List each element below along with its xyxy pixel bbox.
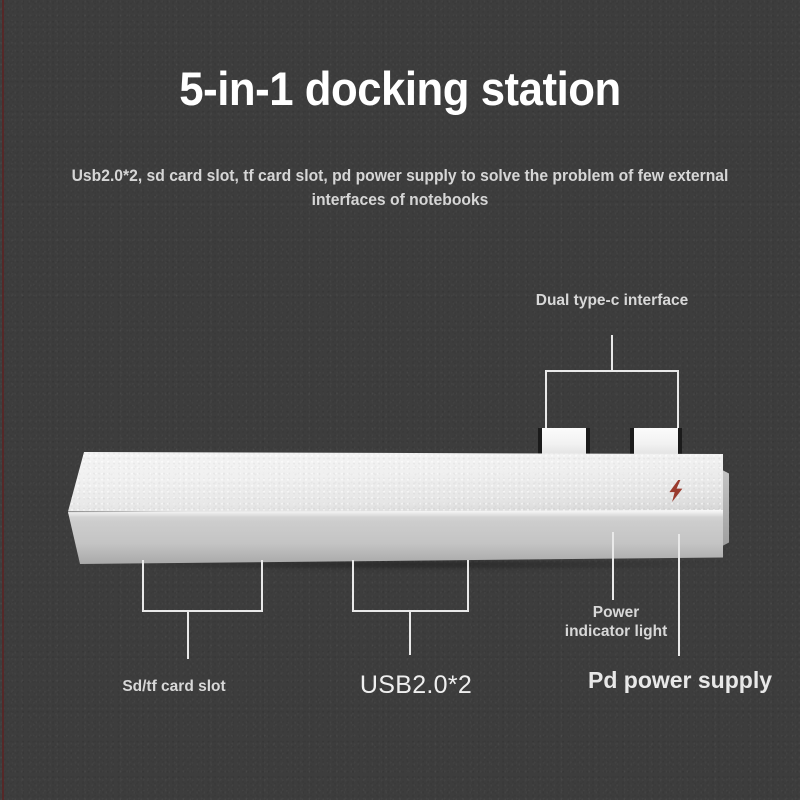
sdtf-bracket-leg-left — [142, 560, 144, 612]
callout-label-pd-power-supply: Pd power supply — [587, 667, 773, 693]
page-subtitle: Usb2.0*2, sd card slot, tf card slot, pd… — [71, 167, 729, 209]
sd-card-slot — [110, 572, 282, 590]
typec-bracket-bar — [545, 370, 679, 372]
callout-label-sd-tf-card-slot: Sd/tf card slot — [122, 678, 226, 695]
lightning-bolt-icon — [669, 480, 683, 502]
dock-front-highlight — [68, 510, 723, 517]
usb-bracket-leg-right — [467, 560, 469, 612]
sd-slot-contact-right — [251, 573, 281, 588]
callout-label-usb: USB2.0*2 — [359, 671, 473, 699]
sd-slot-notch — [116, 575, 136, 581]
left-edge-strip — [2, 0, 4, 800]
callout-label-dual-type-c: Dual type-c interface — [535, 292, 689, 309]
typec-bracket-leg-left — [545, 370, 547, 430]
type-c-connector-1 — [538, 428, 590, 454]
type-c-connector-2 — [630, 428, 682, 454]
sd-slot-contact-left — [111, 573, 141, 588]
dock-front-face — [68, 510, 723, 564]
sdtf-bracket-leg-right — [261, 560, 263, 612]
usb-bracket-stem — [409, 610, 411, 655]
dock-top-face — [68, 452, 723, 514]
page-title: 5-in-1 docking station — [179, 62, 621, 115]
dock-top-texture — [68, 452, 723, 514]
typec-bracket-leg-right — [677, 370, 679, 430]
sdtf-bracket-bar — [142, 610, 263, 612]
power-led-leader-line — [612, 532, 614, 600]
tf-card-slot — [150, 598, 272, 607]
usb-bracket-leg-left — [352, 560, 354, 612]
sdtf-bracket-stem — [187, 610, 189, 659]
callout-label-power-indicator-light: Power indicator light — [564, 604, 668, 640]
pd-leader-line — [678, 534, 680, 656]
dock-drop-shadow — [90, 562, 730, 571]
typec-bracket-stem — [611, 335, 613, 371]
docking-station-body — [68, 428, 730, 571]
